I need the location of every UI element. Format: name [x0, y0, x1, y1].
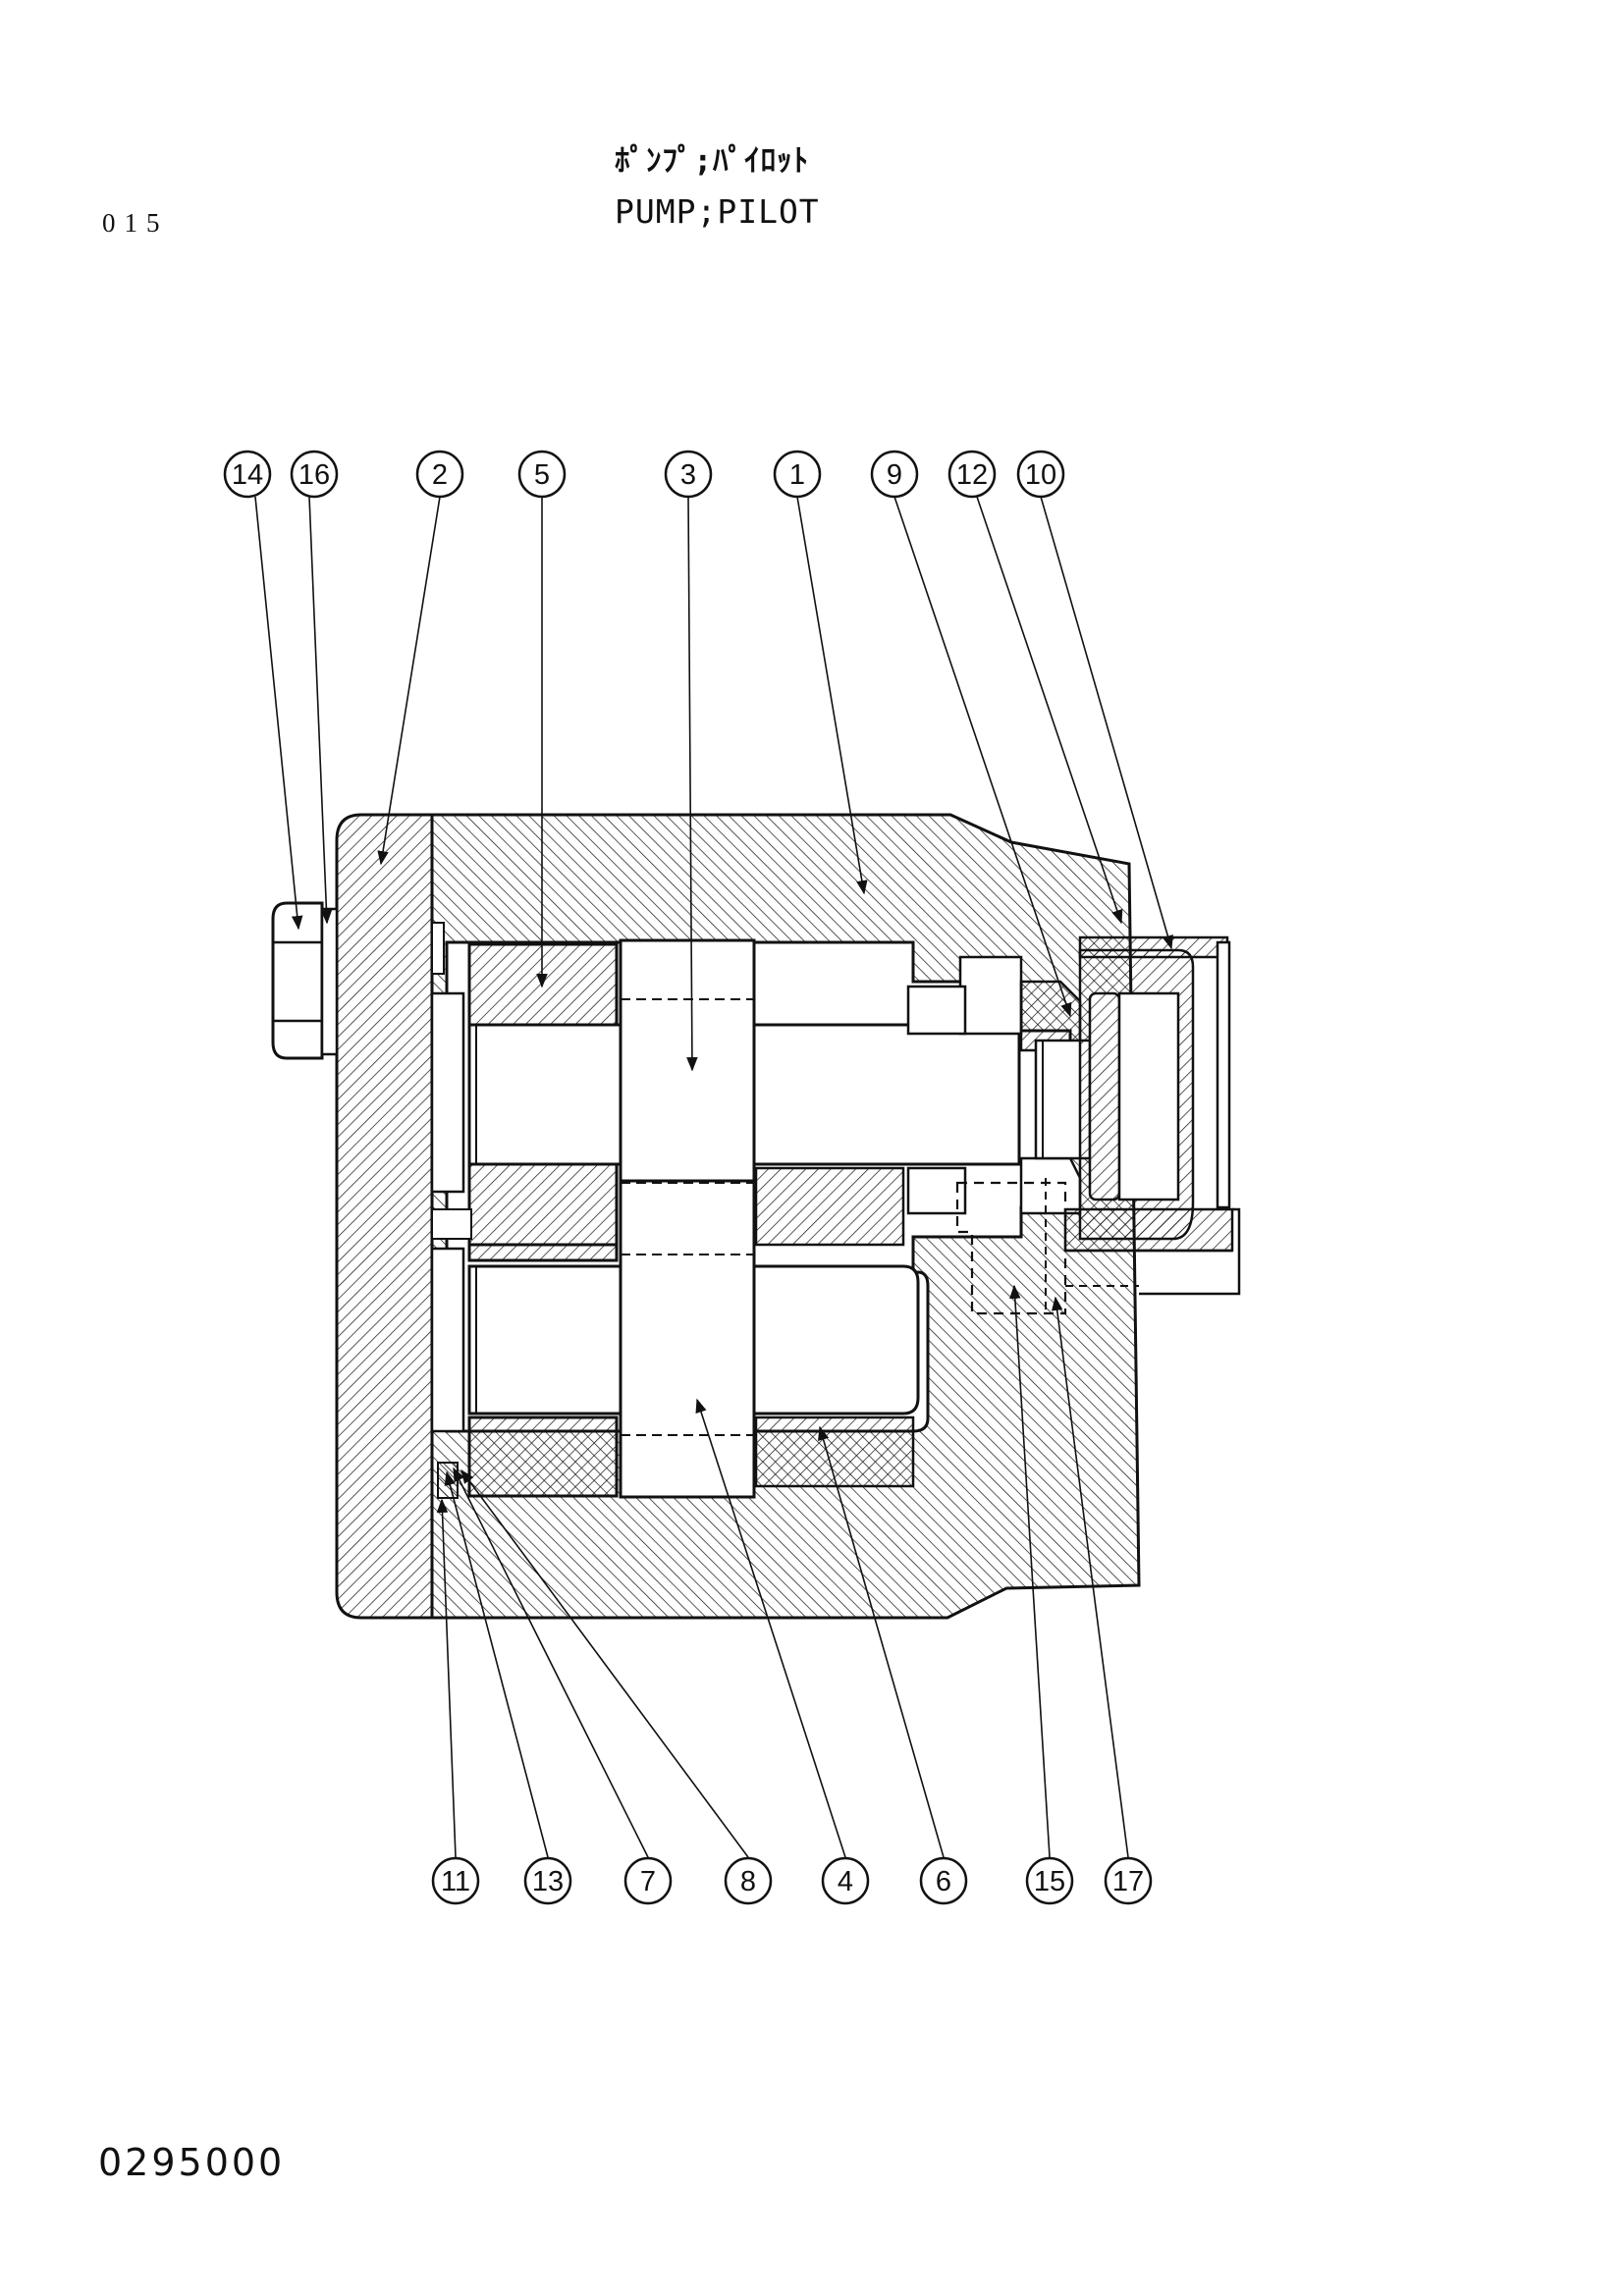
svg-text:16: 16 — [298, 459, 330, 491]
callout-16: 16 — [290, 450, 339, 499]
svg-text:7: 7 — [640, 1866, 656, 1897]
bolt-head — [271, 901, 339, 1060]
callout-12: 12 — [947, 450, 997, 499]
callout-5: 5 — [517, 450, 567, 499]
svg-text:12: 12 — [956, 459, 988, 491]
svg-text:17: 17 — [1112, 1866, 1144, 1897]
upper-bushing-b — [467, 1162, 619, 1247]
driven-gear — [619, 1179, 756, 1499]
svg-text:15: 15 — [1034, 1866, 1065, 1897]
callout-4: 4 — [821, 1856, 870, 1905]
svg-text:2: 2 — [432, 459, 448, 491]
title-japanese: ﾎﾟﾝﾌﾟ;ﾊﾟｲﾛｯﾄ — [615, 143, 810, 179]
callout-15: 15 — [1025, 1856, 1074, 1905]
svg-text:9: 9 — [887, 459, 902, 491]
drive-gear — [619, 938, 756, 1183]
leader-lines-top — [254, 496, 1173, 1072]
side-plate-upper — [430, 991, 465, 1194]
cover-plate — [335, 813, 434, 1620]
lower-bushing-a — [467, 1243, 619, 1262]
callout-14: 14 — [223, 450, 272, 499]
seal-assembly — [906, 935, 1241, 1296]
svg-text:13: 13 — [532, 1866, 564, 1897]
svg-text:14: 14 — [232, 459, 263, 491]
svg-text:10: 10 — [1025, 459, 1056, 491]
hidden-port — [955, 1181, 1067, 1315]
page-number: 015 — [102, 208, 169, 238]
svg-text:4: 4 — [838, 1866, 853, 1897]
callout-8: 8 — [724, 1856, 773, 1905]
svg-text:8: 8 — [740, 1866, 756, 1897]
lower-bushing-b — [467, 1415, 619, 1498]
title-english: PUMP;PILOT — [615, 192, 820, 231]
callout-1: 1 — [773, 450, 822, 499]
callout-9: 9 — [870, 450, 919, 499]
leader-lines-bottom — [436, 1284, 1129, 1858]
svg-text:3: 3 — [680, 459, 696, 491]
callout-17: 17 — [1104, 1856, 1153, 1905]
svg-text:11: 11 — [441, 1866, 470, 1897]
callout-7: 7 — [623, 1856, 673, 1905]
callout-2: 2 — [415, 450, 464, 499]
svg-text:6: 6 — [936, 1866, 951, 1897]
callout-13: 13 — [523, 1856, 572, 1905]
callout-10: 10 — [1016, 450, 1065, 499]
svg-text:1: 1 — [789, 459, 805, 491]
svg-text:5: 5 — [534, 459, 550, 491]
callout-3: 3 — [664, 450, 713, 499]
drawing-number: 0295000 — [98, 2141, 286, 2184]
callout-6: 6 — [919, 1856, 968, 1905]
upper-bushing-a — [467, 942, 619, 1027]
callout-11: 11 — [431, 1856, 480, 1905]
side-plate-lower — [430, 1247, 465, 1433]
